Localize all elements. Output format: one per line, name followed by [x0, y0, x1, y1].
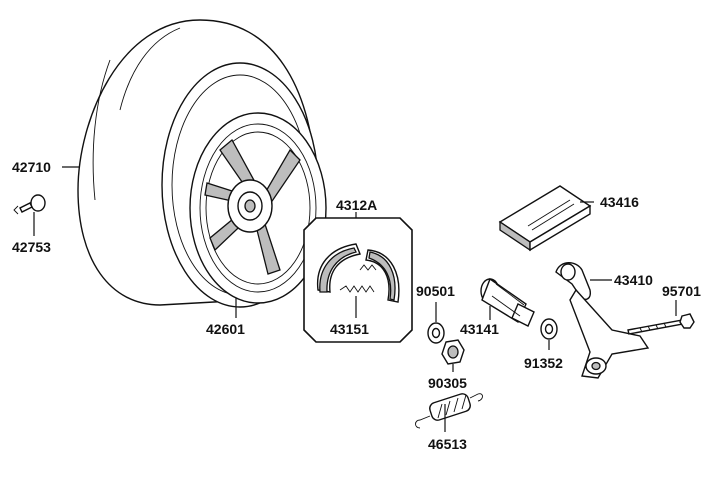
cam-shaft — [480, 277, 535, 327]
brake-arm — [555, 262, 650, 379]
label-washer-b: 91352 — [524, 355, 563, 371]
washer-a — [427, 322, 445, 344]
bolt — [627, 313, 695, 335]
spring — [415, 393, 483, 429]
part-labels: 42710 42753 42601 4312A 43151 90501 9030… — [12, 159, 701, 452]
label-indicator-plate: 43416 — [600, 194, 639, 210]
leader-lines — [33, 166, 677, 432]
label-cam-shaft: 43141 — [460, 321, 499, 337]
label-spring: 46513 — [428, 436, 467, 452]
label-valve: 42753 — [12, 239, 51, 255]
label-brake-arm: 43410 — [614, 272, 653, 288]
brake-shoe-set-frame — [303, 217, 413, 343]
label-tire: 42710 — [12, 159, 51, 175]
label-bolt: 95701 — [662, 283, 701, 299]
nut — [441, 339, 465, 365]
indicator-plate — [498, 185, 592, 252]
valve — [13, 194, 46, 215]
label-brake-shoe-set: 4312A — [336, 197, 377, 213]
rim — [189, 112, 327, 304]
label-brake-shoe: 43151 — [330, 321, 369, 337]
label-rim: 42601 — [206, 321, 245, 337]
label-nut: 90305 — [428, 375, 467, 391]
washer-b — [540, 318, 558, 340]
label-washer-a: 90501 — [416, 283, 455, 299]
